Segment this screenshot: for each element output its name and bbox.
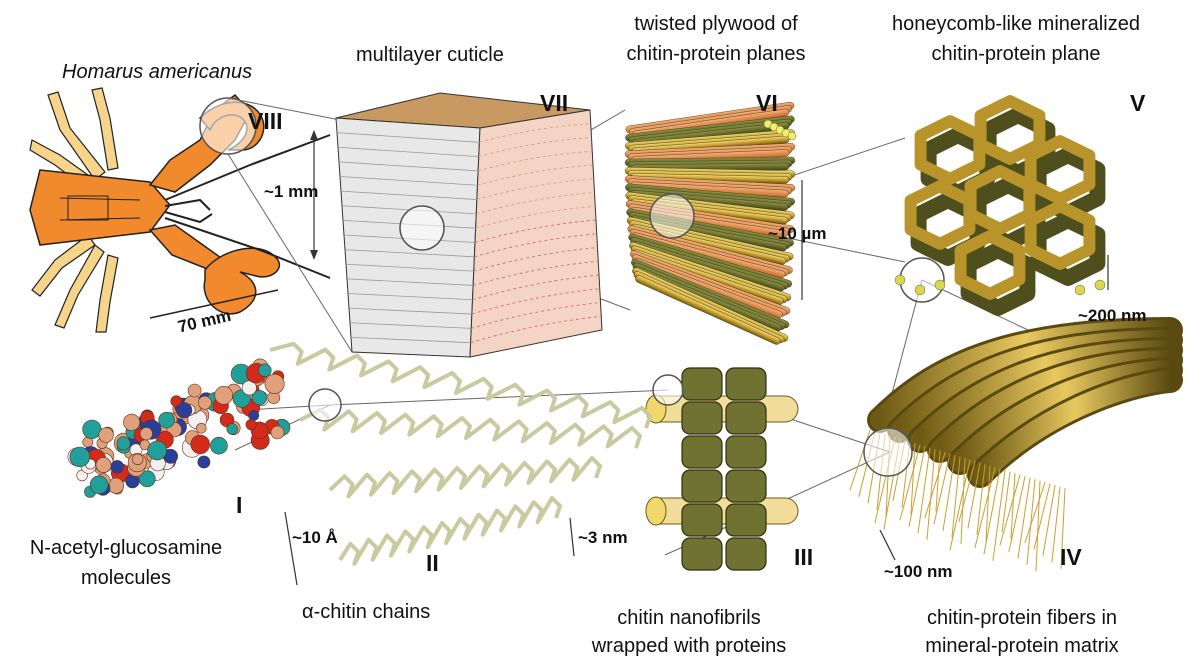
molecule-atom	[99, 428, 114, 443]
molecule-atom	[96, 457, 111, 472]
molecule-atom	[132, 454, 143, 465]
fibers-label-line1: chitin-protein fibers in	[890, 606, 1154, 630]
level-V: V	[1130, 90, 1145, 117]
molecule-atom	[271, 426, 284, 439]
molecule-atom	[108, 478, 123, 493]
honeycomb-fiber-end	[1095, 280, 1105, 290]
protein-wrap	[726, 368, 766, 400]
nanofibril-label-line2: wrapped with proteins	[566, 634, 812, 658]
molecule-atom	[70, 447, 90, 467]
molecule-atom	[215, 386, 233, 404]
molecule-atom	[249, 410, 259, 420]
chitin-chain	[340, 498, 560, 564]
level-IV: IV	[1060, 544, 1082, 571]
molecule-atom	[177, 403, 192, 418]
scale-chains: ~10 Å	[292, 528, 338, 548]
fiber-fibril	[1018, 478, 1030, 558]
molecule-atom	[227, 424, 238, 435]
fiber-fibril	[918, 448, 930, 533]
fiber-bundle	[850, 330, 1170, 571]
level-II: II	[426, 550, 439, 577]
fiber-fibril	[934, 454, 950, 524]
protein-wrap	[726, 436, 766, 468]
nag-molecules	[68, 359, 290, 497]
molecule-atom	[159, 412, 175, 428]
nanofibril-label-line1: chitin nanofibrils	[566, 606, 812, 630]
alpha-chitin-label: α-chitin chains	[302, 600, 430, 624]
protein-wrap	[726, 470, 766, 502]
nanofibril-end	[646, 497, 666, 525]
lobster-illustration	[30, 88, 330, 332]
chitin-chain	[330, 458, 600, 496]
molecule-atom	[258, 364, 271, 377]
molecule-atom	[148, 441, 167, 460]
nanofibril-core	[648, 498, 798, 524]
chitin-chains	[270, 344, 650, 585]
scale-fibers: ~100 nm	[884, 562, 953, 582]
cuticle-block	[310, 93, 602, 357]
chitin-chain	[300, 410, 640, 448]
species-label: Homarus americanus	[62, 60, 252, 84]
honeycomb-fiber-end	[935, 280, 945, 290]
fiber-fibril	[993, 471, 1005, 561]
molecule-atom	[198, 456, 210, 468]
molecule-atom	[140, 428, 152, 440]
protein-wrap	[682, 436, 722, 468]
molecule-atom	[90, 476, 108, 494]
molecule-atom	[246, 419, 256, 429]
protein-wrap	[726, 402, 766, 434]
molecule-atom	[191, 435, 210, 454]
honeycomb-structure	[895, 101, 1108, 308]
honeycomb-label-line2: chitin-protein plane	[866, 42, 1166, 66]
level-VI: VI	[756, 90, 778, 117]
level-I: I	[236, 492, 242, 519]
nag-label-line1: N-acetyl-glucosamine	[6, 536, 246, 560]
multilayer-cuticle-label: multilayer cuticle	[356, 43, 504, 67]
molecule-atom	[188, 384, 201, 397]
fiber-fibril	[1034, 484, 1050, 549]
molecule-atom	[265, 374, 284, 393]
protein-wrap	[682, 504, 722, 536]
nag-label-line2: molecules	[6, 566, 246, 590]
molecule-atom	[83, 420, 102, 439]
scale-honeycomb: ~200 nm	[1078, 306, 1147, 326]
protein-wrap	[726, 538, 766, 570]
protein-wrap	[682, 470, 722, 502]
protein-wrap	[682, 368, 722, 400]
scale-cuticle: ~1 mm	[264, 182, 318, 202]
level-VIII: VIII	[248, 108, 283, 135]
molecule-atom	[117, 437, 130, 450]
molecule-atom	[111, 460, 124, 473]
level-III: III	[794, 544, 813, 571]
protein-wrap	[682, 538, 722, 570]
molecule-atom	[210, 437, 227, 454]
level-VII: VII	[540, 90, 568, 117]
plywood-rod-end	[788, 132, 796, 140]
protein-wrap	[682, 402, 722, 434]
plywood-label-line2: chitin-protein planes	[602, 42, 830, 66]
fiber-fibril	[1043, 486, 1055, 556]
honeycomb-fiber-end	[1075, 285, 1085, 295]
molecule-atom	[123, 414, 139, 430]
protein-wrap	[726, 504, 766, 536]
scale-nanofibril: ~3 nm	[578, 528, 628, 548]
honeycomb-fiber-end	[895, 275, 905, 285]
fibers-label-line2: mineral-protein matrix	[890, 634, 1154, 658]
plywood-label-line1: twisted plywood of	[602, 12, 830, 36]
scale-plywood: ~10 µm	[768, 224, 826, 244]
molecule-atom	[196, 423, 206, 433]
molecule-atom	[198, 396, 211, 409]
fiber-fibril	[1009, 477, 1025, 552]
honeycomb-label-line1: honeycomb-like mineralized	[866, 12, 1166, 36]
honeycomb-fiber-end	[915, 285, 925, 295]
